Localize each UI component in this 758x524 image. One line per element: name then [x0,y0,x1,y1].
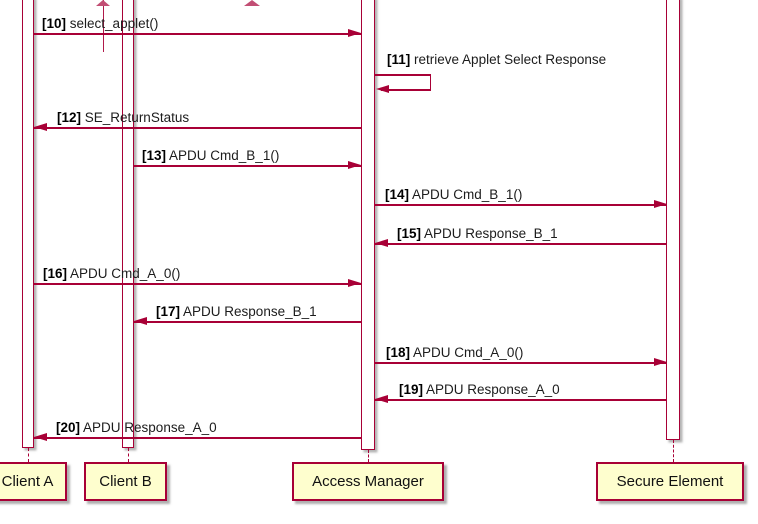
arrowhead-icon [348,279,361,288]
activation-bar-client-a [22,0,34,448]
message-label: [19] APDU Response_A_0 [399,382,560,397]
participant-access-manager: Access Manager [292,462,444,501]
arrowhead-icon [376,85,389,94]
message-arrow [134,165,361,167]
message-label: [18] APDU Cmd_A_0() [386,345,524,360]
self-message-arrow [429,74,431,89]
message-label: [11] retrieve Applet Select Response [387,52,607,67]
participant-label: Client B [99,473,152,490]
participant-label: Client A [1,473,54,490]
activation-bar-secure-element [666,0,680,440]
arrowhead-icon [34,433,47,442]
lifeline-client-b [127,448,129,462]
message-arrow [134,321,361,323]
message-label: [10] select_applet() [42,16,159,31]
message-arrow [34,127,361,129]
arrowhead-icon [654,358,667,367]
message-arrow [374,399,667,401]
message-arrow [34,283,361,285]
cropped-arrowhead-fragment [96,0,110,6]
message-arrow [34,33,361,35]
message-arrow [34,437,361,439]
message-arrow [374,243,667,245]
arrowhead-icon [34,123,47,132]
message-arrow [374,362,667,364]
arrowhead-icon [348,29,361,38]
activation-bar-client-b [122,0,134,448]
message-label: [12] SE_ReturnStatus [57,110,190,125]
participant-label: Access Manager [312,473,424,490]
lifeline-access-manager [367,450,369,462]
participant-client-b: Client B [84,462,167,501]
message-label: [16] APDU Cmd_A_0() [43,266,181,281]
arrowhead-icon [348,161,361,170]
participant-label: Secure Element [616,473,724,490]
participant-secure-element: Secure Element [596,462,744,501]
message-arrow [374,204,667,206]
message-label: [15] APDU Response_B_1 [397,226,558,241]
cropped-lifeline-remnant [102,0,104,52]
message-label: [20] APDU Response_A_0 [56,420,217,435]
message-label: [17] APDU Response_B_1 [156,304,317,319]
activation-bar-access-manager [361,0,375,450]
self-message-arrow [381,89,431,91]
arrowhead-icon [654,200,667,209]
arrowhead-icon [374,395,388,404]
self-message-arrow [374,74,431,76]
arrowhead-icon [134,317,147,326]
lifeline-secure-element [672,440,674,462]
arrowhead-icon [374,239,388,248]
cropped-arrowhead-fragment [244,0,260,6]
lifeline-client-a [27,448,29,462]
message-label: [13] APDU Cmd_B_1() [142,148,280,163]
participant-client-a: Client A [0,462,67,501]
message-label: [14] APDU Cmd_B_1() [385,187,523,202]
